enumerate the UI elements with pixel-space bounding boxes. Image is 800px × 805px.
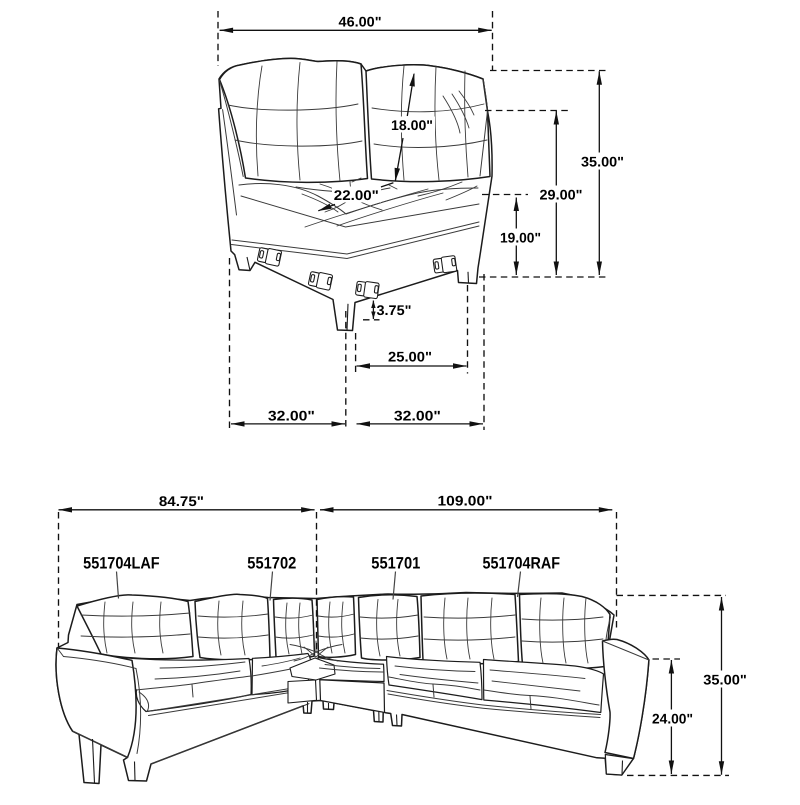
svg-text:32.00": 32.00" — [394, 407, 441, 423]
svg-text:551704LAF: 551704LAF — [83, 553, 160, 572]
svg-text:18.00": 18.00" — [391, 117, 433, 133]
svg-text:551702: 551702 — [247, 553, 296, 572]
svg-text:551704RAF: 551704RAF — [483, 553, 561, 572]
svg-text:3.75": 3.75" — [377, 302, 412, 318]
svg-text:24.00": 24.00" — [652, 711, 693, 727]
svg-text:29.00": 29.00" — [540, 186, 583, 202]
svg-text:22.00": 22.00" — [334, 187, 379, 203]
svg-text:84.75": 84.75" — [159, 493, 204, 509]
svg-text:46.00": 46.00" — [339, 13, 382, 29]
svg-text:19.00": 19.00" — [500, 229, 541, 245]
svg-text:35.00": 35.00" — [703, 672, 747, 688]
svg-text:25.00": 25.00" — [388, 349, 432, 365]
svg-text:551701: 551701 — [371, 553, 420, 572]
svg-text:32.00": 32.00" — [268, 407, 315, 423]
svg-text:109.00": 109.00" — [438, 493, 493, 509]
svg-text:35.00": 35.00" — [581, 154, 624, 170]
